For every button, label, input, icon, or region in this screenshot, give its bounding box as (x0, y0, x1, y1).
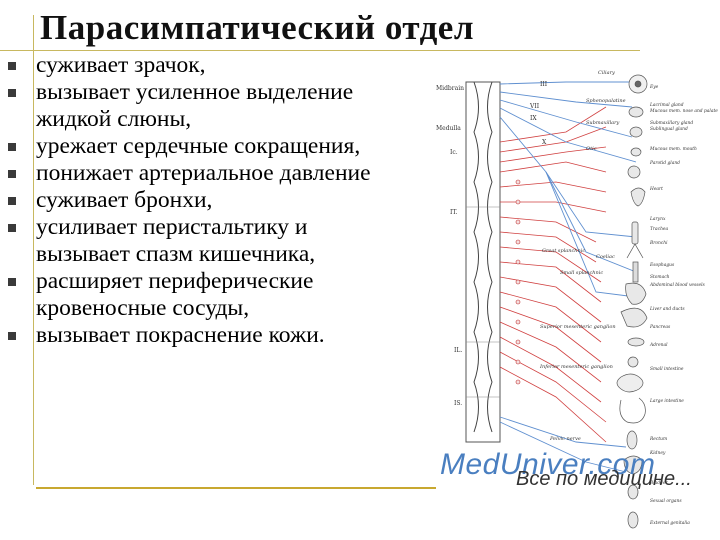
organ-label: Mucous mem. nose and palate (649, 109, 718, 114)
title-bar: Парасимпатический отдел (0, 0, 720, 60)
square-bullet-icon (8, 332, 16, 340)
bullet-item: вызывает покраснение кожи. (0, 322, 440, 349)
nerve-label: VII (529, 103, 540, 110)
organ-label: External genitalia (649, 521, 690, 526)
ganglion-label: Coeliac (596, 254, 615, 260)
organ-label: Liver and ducts (649, 307, 685, 312)
ganglion-label: Ciliary (598, 70, 615, 76)
ganglion-label: Superior mesenteric ganglion (540, 324, 616, 330)
left-rule (33, 15, 34, 485)
parasympathetic-nerves (499, 81, 637, 473)
organ-label: Esophagus (649, 263, 675, 268)
organ-label: Larynx (649, 217, 666, 222)
organ-label: Adrenal (649, 343, 668, 348)
bottom-rule (36, 487, 436, 489)
title-divider (0, 50, 640, 51)
nerve-label: III (540, 81, 548, 88)
ganglion-label: Submaxillary (586, 120, 620, 126)
bullet-text: вызывает покраснение кожи. (36, 322, 325, 348)
bullet-item: суживает зрачок, (0, 52, 440, 79)
bullet-item: урежает сердечные сокращения, (0, 133, 440, 160)
square-bullet-icon (8, 278, 16, 286)
autonomic-nervous-system-diagram: Midbrain Medulla Ic. IT. IL. IS. (436, 70, 718, 529)
spinal-cord (465, 81, 501, 443)
organ-label: Lacrimal gland (649, 103, 684, 108)
bullet-text: вызывает усиленное выделение (36, 79, 354, 105)
square-bullet-icon (8, 224, 16, 232)
organ-label: Pancreas (649, 325, 671, 330)
nerve-label: IX (530, 115, 537, 122)
organ-label: Stomach (650, 275, 670, 280)
organ-label: Abdominal blood vessels (649, 283, 706, 288)
bullet-text: жидкой слюны, (36, 106, 192, 132)
nerve-label: X (542, 139, 547, 146)
bullet-text: расширяет периферические (36, 268, 314, 294)
bullet-text: урежает сердечные сокращения, (36, 133, 361, 159)
organ-label: Rectum (649, 437, 667, 442)
organ-label: Sublingual gland (650, 127, 688, 132)
organ-label: Parotid gland (649, 161, 680, 166)
spine-label: IS. (454, 400, 462, 407)
ganglion-label: Pelvic nerve (549, 436, 581, 442)
ganglion-label: Small splanchnic (560, 270, 603, 276)
bullet-list: суживает зрачок,вызывает усиленное выдел… (0, 52, 440, 349)
page-title: Парасимпатический отдел (40, 8, 474, 47)
ganglion-label: Otic (586, 146, 597, 152)
bullet-text: кровеносные сосуды, (36, 295, 250, 321)
bullet-text: вызывает спазм кишечника, (36, 241, 316, 267)
organ-label: Trachea (650, 227, 669, 232)
organ-label: Submaxillary gland (650, 121, 693, 126)
spine-label: Medulla (436, 125, 461, 132)
bullet-item: суживает бронхи, (0, 187, 440, 214)
organ-label: Eye (649, 85, 659, 90)
bullet-item: понижает артериальное давление (0, 160, 440, 187)
bullet-text: суживает зрачок, (36, 52, 206, 78)
square-bullet-icon (8, 89, 16, 97)
spine-label: Ic. (450, 149, 458, 156)
square-bullet-icon (8, 170, 16, 178)
organs (616, 74, 648, 529)
organ-label: Small intestine (650, 367, 684, 372)
ganglion-label: Sphenopalatine (586, 98, 626, 104)
organ-label: Mucous mem. mouth (649, 147, 697, 152)
organ-label: Heart (649, 187, 663, 192)
square-bullet-icon (8, 197, 16, 205)
square-bullet-icon (8, 62, 16, 70)
spine-label: IL. (454, 347, 462, 354)
spine-label: IT. (450, 209, 457, 216)
organ-label: Bronchi (649, 241, 668, 246)
organ-label: Sexual organs (650, 499, 682, 504)
bullet-text: усиливает перистальтику и (36, 214, 308, 240)
ganglion-label: Great splanchnic (542, 248, 585, 254)
organ-label: Kidney (649, 451, 666, 456)
ganglion-label: Inferior mesenteric ganglion (539, 364, 613, 370)
organ-label: Bladder (649, 481, 668, 486)
square-bullet-icon (8, 143, 16, 151)
bullet-text: суживает бронхи, (36, 187, 213, 213)
spine-label: Midbrain (436, 85, 464, 92)
watermark-tagline: Все по медицине... (516, 468, 692, 490)
bullet-text: понижает артериальное давление (36, 160, 371, 186)
watermark-site: MedUniver.com (440, 448, 656, 481)
organ-label: Large intestine (649, 399, 684, 404)
